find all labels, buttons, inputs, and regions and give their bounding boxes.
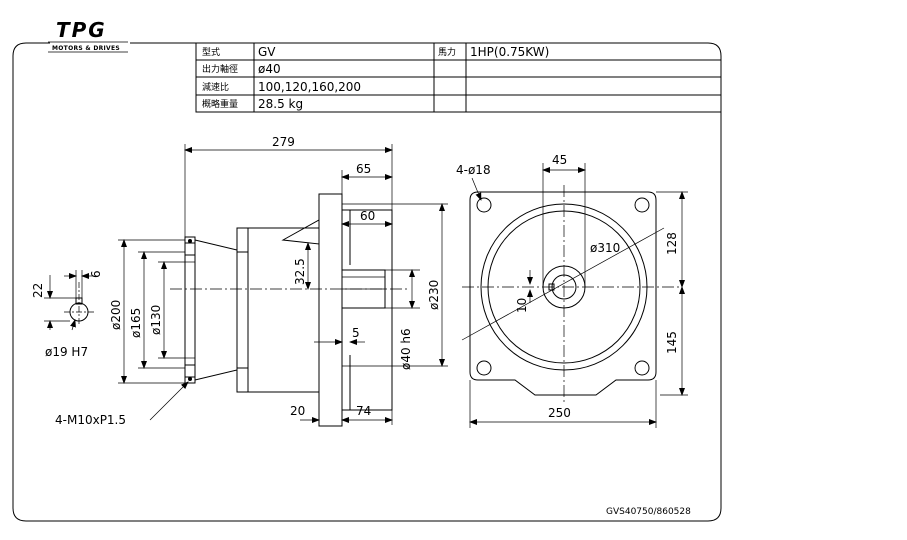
dim-shaft-offset: 32.5 bbox=[293, 258, 307, 285]
front-view-dimensions: 4-ø18 45 ø310 10 128 145 250 bbox=[456, 153, 688, 428]
dim-bolt-note: 4-M10xP1.5 bbox=[55, 413, 126, 427]
dim-128: 128 bbox=[665, 232, 679, 255]
company-logo: TPG MOTORS & DRIVES bbox=[48, 18, 128, 53]
dim-flange-to-end: 65 bbox=[356, 162, 371, 176]
dim-bore-note: ø19 H7 bbox=[45, 345, 88, 359]
dim-bore-6: 6 bbox=[89, 270, 103, 278]
dim-shaft-dia: ø40 h6 bbox=[399, 328, 413, 370]
dim-key-width-small: 5 bbox=[352, 326, 360, 340]
dim-width-250: 250 bbox=[548, 406, 571, 420]
dim-overall-length: 279 bbox=[272, 135, 295, 149]
spec-table: 型式 GV 馬力 1HP(0.75KW) 出力軸徑 ø40 減速比 100,12… bbox=[195, 43, 721, 113]
dim-hole-note: 4-ø18 bbox=[456, 163, 491, 177]
spec-value-weight: 28.5 kg bbox=[258, 97, 303, 111]
dim-pcd: ø310 bbox=[590, 241, 620, 255]
spec-value-ratio: 100,120,160,200 bbox=[258, 80, 361, 94]
dim-flange-thk: 20 bbox=[290, 404, 305, 418]
logo-tagline: MOTORS & DRIVES bbox=[52, 45, 120, 52]
dim-key-45: 45 bbox=[552, 153, 567, 167]
dim-key-10: 10 bbox=[515, 298, 529, 313]
spec-label-model: 型式 bbox=[202, 46, 220, 58]
spec-label-ratio: 減速比 bbox=[202, 81, 229, 93]
side-view bbox=[170, 193, 410, 427]
dim-flange-dia: ø230 bbox=[427, 280, 441, 310]
spec-value-power: 1HP(0.75KW) bbox=[470, 45, 549, 59]
dim-dia-200: ø200 bbox=[109, 300, 123, 330]
front-view bbox=[461, 185, 680, 405]
dim-dia-130: ø130 bbox=[149, 305, 163, 335]
side-view-dimensions: 279 65 60 ø230 32.5 ø40 h6 5 20 74 bbox=[55, 135, 448, 427]
dim-dia-165: ø165 bbox=[129, 308, 143, 338]
dim-body-to-end: 74 bbox=[356, 404, 371, 418]
drawing-frame bbox=[12, 42, 722, 522]
spec-value-shaft: ø40 bbox=[258, 62, 281, 76]
dim-145: 145 bbox=[665, 331, 679, 354]
spec-label-shaft: 出力軸徑 bbox=[202, 63, 238, 75]
drawing-number: GVS40750/860528 bbox=[606, 507, 691, 517]
logo-mark: TPG bbox=[56, 18, 107, 42]
dim-bore-22: 22 bbox=[31, 283, 45, 298]
bore-detail: 22 6 ø19 H7 bbox=[31, 270, 103, 359]
spec-label-power: 馬力 bbox=[438, 46, 456, 58]
spec-label-weight: 概略重量 bbox=[202, 98, 238, 110]
dim-shaft-length: 60 bbox=[360, 209, 375, 223]
spec-value-model: GV bbox=[258, 45, 276, 59]
